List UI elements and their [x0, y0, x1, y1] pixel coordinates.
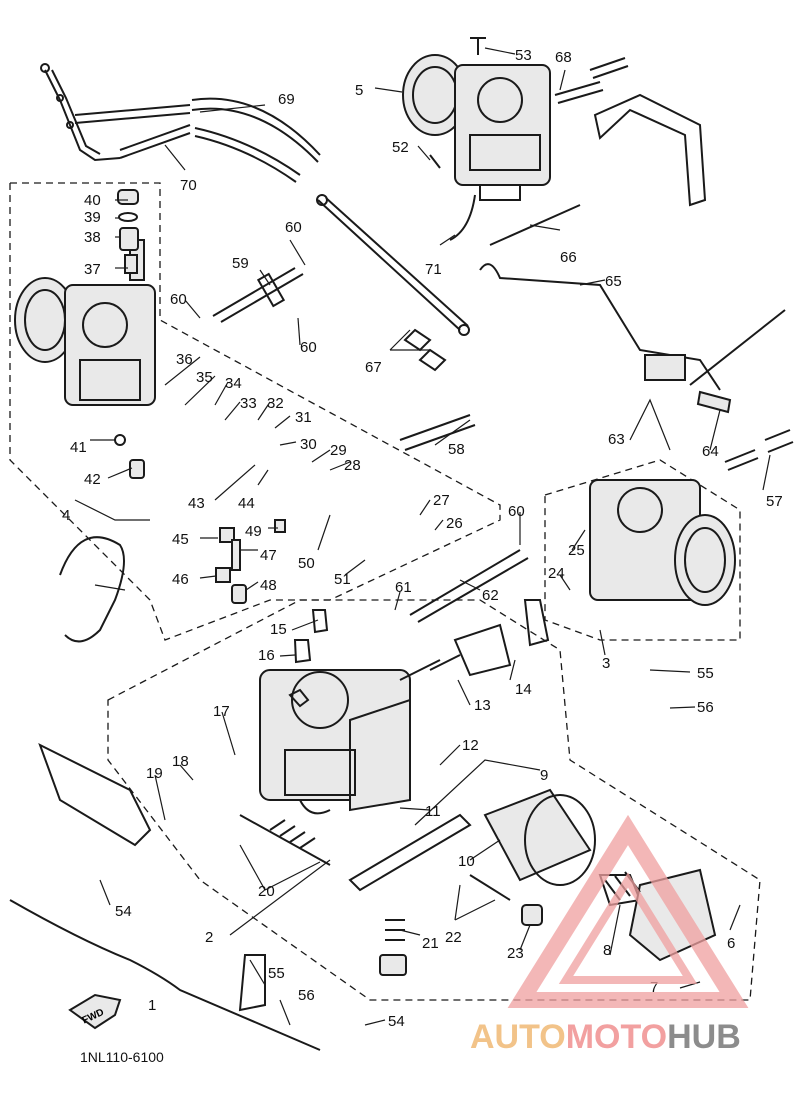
callout-60-top: 60 — [285, 219, 302, 236]
callout-58: 58 — [448, 441, 465, 458]
callout-30: 30 — [300, 436, 317, 453]
callout-42: 42 — [84, 471, 101, 488]
callout-54-bottom: 54 — [388, 1013, 405, 1030]
callout-11: 11 — [425, 803, 441, 820]
callout-6: 6 — [727, 935, 735, 952]
callout-64: 65 — [605, 273, 622, 290]
callout-49: 49 — [245, 523, 262, 540]
drawing-code: 1NL110-6100 — [80, 1049, 164, 1065]
callout-37: 37 — [84, 261, 101, 278]
carburetor-top — [402, 54, 551, 241]
callout-5: 5 — [355, 82, 363, 99]
callout-23: 23 — [507, 945, 524, 962]
callout-39: 39 — [84, 209, 101, 226]
callout-56-right: 56 — [697, 699, 714, 716]
callout-25: 25 — [568, 542, 585, 559]
callout-14: 14 — [515, 681, 532, 698]
callout-26: 26 — [446, 515, 463, 532]
watermark-logo — [507, 814, 749, 1008]
callout-44: 44 — [238, 495, 255, 512]
callout-41: 41 — [70, 439, 87, 456]
callout-7: 7 — [650, 979, 658, 996]
callout-51: 51 — [334, 571, 351, 588]
callout-38: 38 — [84, 229, 101, 246]
callout-65: 66 — [560, 249, 577, 266]
diagram-border — [9, 899, 321, 1051]
callout-24: 24 — [548, 565, 565, 582]
callout-36: 36 — [176, 351, 193, 368]
callout-22: 22 — [445, 929, 462, 946]
callout-67: 68 — [555, 49, 572, 66]
callout-17: 17 — [213, 703, 230, 720]
callout-3: 3 — [602, 655, 610, 672]
callout-61: 62 — [482, 587, 499, 604]
callout-53: 53 — [515, 47, 532, 64]
callout-66: 67 — [365, 359, 382, 376]
callout-70: 71 — [425, 261, 442, 278]
callout-10: 10 — [458, 853, 475, 870]
callout-21: 21 — [422, 935, 439, 952]
callout-16: 16 — [258, 647, 275, 664]
carburetor-right — [589, 479, 736, 606]
callout-20: 20 — [258, 883, 275, 900]
fwd-arrow: FWD — [68, 993, 122, 1030]
callout-59: 59 — [232, 255, 249, 272]
callout-31: 31 — [295, 409, 312, 426]
watermark-text: AUTOMOTOHUB — [470, 1018, 741, 1056]
watermark-word-a: AUTO — [470, 1018, 566, 1056]
callout-12: 12 — [462, 737, 479, 754]
links-and-rods — [38, 57, 794, 1012]
callout-9: 9 — [540, 767, 548, 784]
watermark-word-c: HUB — [667, 1018, 741, 1056]
callout-43: 43 — [188, 495, 205, 512]
callout-29: 29 — [330, 442, 347, 459]
callout-15: 15 — [270, 621, 287, 638]
callout-33: 33 — [240, 395, 257, 412]
callout-48: 48 — [260, 577, 277, 594]
callout-35: 35 — [196, 369, 213, 386]
callout-68: 69 — [278, 91, 295, 108]
carburetor-bottom — [259, 669, 411, 815]
callout-60-right: 60 — [508, 503, 525, 520]
fuel-hoses — [40, 63, 321, 183]
leader-lines — [74, 47, 771, 1026]
callout-13: 13 — [474, 697, 491, 714]
callout-55-bottom: 55 — [268, 965, 285, 982]
callout-50: 50 — [298, 555, 315, 572]
callout-63: 64 — [702, 443, 719, 460]
callout-47: 47 — [260, 547, 277, 564]
callout-55-right: 55 — [697, 665, 714, 682]
watermark-word-b: MOTO — [566, 1018, 667, 1056]
small-parts — [114, 37, 641, 976]
callout-40: 40 — [84, 192, 101, 209]
callout-34: 34 — [225, 375, 242, 392]
callout-56-bottom: 56 — [298, 987, 315, 1004]
callout-19: 19 — [146, 765, 163, 782]
callout-54-left: 54 — [115, 903, 132, 920]
callout-2: 2 — [205, 929, 213, 946]
callout-8: 8 — [603, 942, 611, 959]
callout-4: 4 — [62, 507, 70, 524]
callout-52: 52 — [392, 139, 409, 156]
callout-62: 63 — [608, 431, 625, 448]
callout-27: 27 — [433, 492, 450, 509]
callout-45: 45 — [172, 531, 189, 548]
watermark: AUTOMOTOHUB — [470, 814, 749, 1056]
callout-labels: 1 2 3 4 5 6 7 8 9 10 11 12 13 14 15 16 1… — [62, 47, 783, 1030]
callout-46: 46 — [172, 571, 189, 588]
callout-60-mid: 60 — [300, 339, 317, 356]
callout-57: 57 — [766, 493, 783, 510]
callout-60-lower: 61 — [395, 579, 412, 596]
callout-18: 18 — [172, 753, 189, 770]
callout-1: 1 — [148, 997, 156, 1014]
callout-60-left: 60 — [170, 291, 187, 308]
callout-32: 32 — [267, 395, 284, 412]
callout-69: 70 — [180, 177, 197, 194]
callout-28: 28 — [344, 457, 361, 474]
